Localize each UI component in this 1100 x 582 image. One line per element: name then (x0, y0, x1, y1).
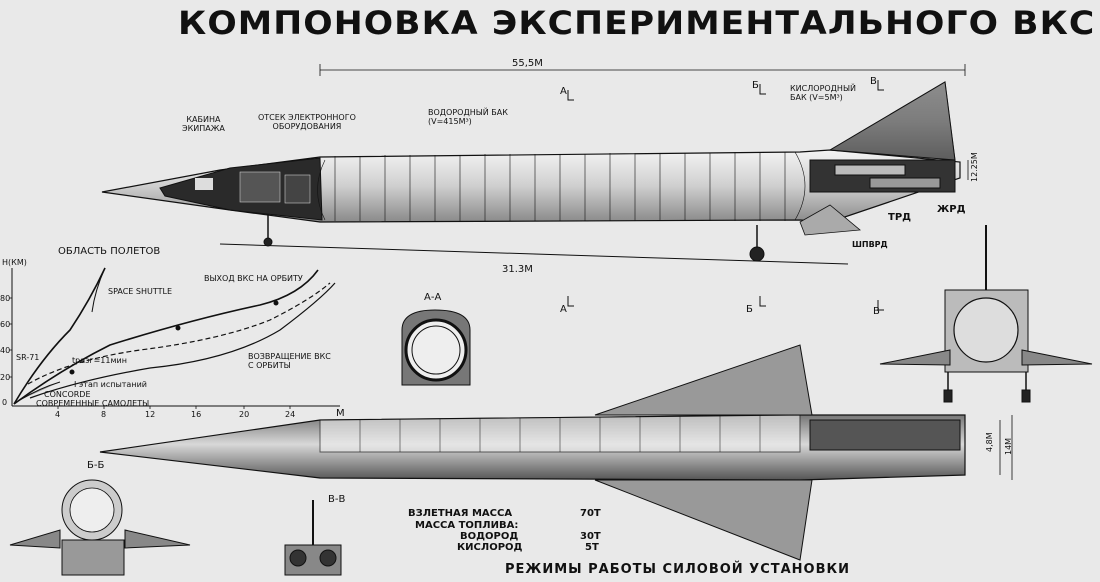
section-mark-b-bottom: Б (746, 304, 753, 315)
bottom-caption: РЕЖИМЫ РАБОТЫ СИЛОВОЙ УСТАНОВКИ (505, 562, 851, 577)
shuttle-line (91, 267, 106, 313)
x-tick-16: 16 (191, 410, 202, 419)
sr71-label: SR-71 (16, 353, 40, 362)
top-view (99, 344, 1013, 561)
section-mark-v-bottom: В (873, 306, 880, 317)
x-axis-label: М (336, 408, 345, 419)
return-label: ВОЗВРАЩЕНИЕ ВКС С ОРБИТЫ (248, 352, 331, 370)
modern-aircraft-label: СОВРЕМЕННЫЕ САМОЛЕТЫ (36, 399, 150, 408)
y-axis-label: Н(км) (2, 258, 27, 267)
rocket-engine-label: ЖРД (937, 204, 966, 215)
front-view (879, 225, 1093, 403)
flight-envelope-chart (9, 267, 340, 409)
main-wheel (749, 246, 765, 262)
avionics-bay-label: ОТСЕК ЭЛЕКТРОННОГО ОБОРУДОВАНИЯ (258, 113, 356, 131)
span-small-label: 4,8м (985, 432, 994, 452)
hydrogen-mass-label: ВОДОРОД (460, 531, 519, 542)
test-stage-label: I этап испытаний (74, 380, 147, 389)
fuel-mass-label: МАССА ТОПЛИВА: (415, 520, 519, 531)
concorde-label: CONCORDE (44, 390, 91, 399)
oxygen-mass-value: 5т (585, 542, 599, 553)
takeoff-mass-label: ВЗЛЕТНАЯ МАССА (408, 508, 513, 519)
hydrogen-tank-frames (317, 151, 806, 221)
x-tick-4: 4 (55, 410, 61, 419)
section-bb-drawing (9, 479, 191, 576)
lower-boundary (29, 282, 336, 399)
hydrogen-tank-label: ВОДОРОДНЫЙ БАК (V=415м³) (428, 108, 508, 126)
upper-boundary (13, 267, 106, 405)
section-mark-a-bottom: А (560, 304, 567, 315)
flight-envelope-title: ОБЛАСТЬ ПОЛЕТОВ (58, 246, 161, 257)
y-tick-20: 20 (0, 373, 11, 382)
page-title: КОМПОНОВКА ЭКСПЕРИМЕНТАЛЬНОГО ВКС (178, 4, 1096, 42)
return-curve (27, 282, 331, 385)
oxygen-tank-label: КИСЛОРОДНЫЙ БАК (V=5м³) (790, 84, 856, 102)
scramjet-intake (799, 204, 861, 236)
y-tick-40: 40 (0, 346, 11, 355)
turbojet-label: ТРД (888, 212, 912, 223)
cockpit-label: КАБИНА ЭКИПАЖА (182, 115, 225, 133)
x-tick-24: 24 (285, 410, 296, 419)
ascent-curve (13, 269, 319, 405)
y-tick-60: 60 (0, 320, 11, 329)
span-large-label: 14м (1004, 437, 1013, 455)
x-tick-12: 12 (145, 410, 156, 419)
oxygen-mass-label: КИСЛОРОД (457, 542, 523, 553)
nose-wheel (263, 237, 273, 247)
x-tick-8: 8 (101, 410, 107, 419)
section-mark-b-top: Б (752, 80, 759, 91)
section-bb-label: Б-Б (87, 460, 105, 471)
section-mark-a-top: А (560, 86, 567, 97)
ground-line (219, 243, 849, 265)
section-vv-label: В-В (328, 494, 346, 505)
section-vv-drawing (284, 500, 342, 576)
side-view (101, 64, 969, 311)
length-total-label: 55,5м (512, 58, 543, 69)
ascent-label: ВЫХОД ВКС НА ОРБИТУ (204, 274, 303, 283)
y-tick-80: 80 (0, 294, 11, 303)
hydrogen-mass-value: 30т (580, 531, 601, 542)
section-aa-label: А-А (424, 292, 442, 303)
height-label: 12.25м (970, 152, 979, 182)
scramjet-label: ШПВРД (852, 240, 888, 249)
length-lower-label: 31.3м (502, 264, 533, 275)
acceleration-time-label: tразг=11мин (72, 356, 127, 365)
space-shuttle-label: SPACE SHUTTLE (108, 287, 172, 296)
takeoff-mass-value: 70т (580, 508, 601, 519)
section-mark-v-top: В (870, 76, 877, 87)
y-tick-0: 0 (2, 398, 8, 407)
x-tick-20: 20 (239, 410, 250, 419)
section-aa-drawing (401, 309, 471, 386)
